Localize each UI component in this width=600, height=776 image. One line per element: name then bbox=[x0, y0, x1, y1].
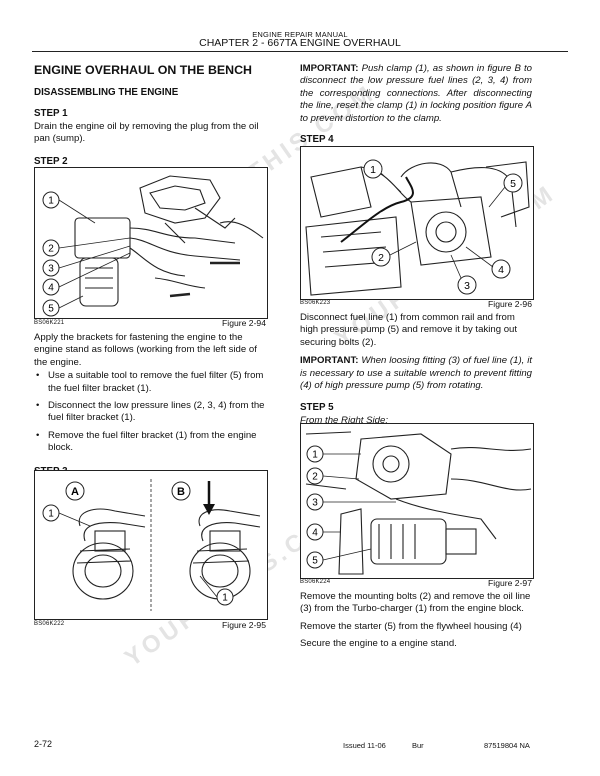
figure-2-94: 1 2 3 4 5 bbox=[34, 167, 268, 319]
right-column: IMPORTANT: Push clamp (1), as shown in f… bbox=[300, 63, 532, 146]
figure-2-95: A B 1 1 bbox=[34, 470, 268, 620]
bullet-icon: • bbox=[36, 429, 40, 441]
part-number: 87519804 NA bbox=[484, 741, 530, 750]
important-note: IMPORTANT: Push clamp (1), as shown in f… bbox=[300, 63, 532, 124]
callout-1: 1 bbox=[370, 164, 376, 176]
step1-text: Drain the engine oil by removing the plu… bbox=[34, 120, 259, 145]
section-title: ENGINE OVERHAUL ON THE BENCH bbox=[34, 63, 253, 77]
callout-5: 5 bbox=[48, 304, 54, 315]
callout-5: 5 bbox=[510, 178, 516, 190]
language-code: Bur bbox=[412, 741, 424, 750]
step1-label: STEP 1 bbox=[34, 108, 68, 120]
page-number: 2-72 bbox=[34, 739, 53, 749]
step5-text: Remove the mounting bolts (2) and remove… bbox=[300, 591, 531, 615]
list-item: • Use a suitable tool to remove the fuel… bbox=[36, 370, 264, 394]
callout-3: 3 bbox=[312, 498, 318, 509]
callout-2: 2 bbox=[312, 472, 318, 483]
callout-3: 3 bbox=[464, 280, 470, 292]
figure-2-97: 1 2 3 4 5 bbox=[300, 423, 534, 579]
step4-text: Disconnect fuel line (1) from common rai… bbox=[300, 312, 518, 348]
bullet-icon: • bbox=[36, 400, 40, 412]
issue-date: Issued 11-06 bbox=[343, 741, 386, 750]
manual-name: ENGINE REPAIR MANUAL bbox=[252, 30, 348, 39]
section-subtitle: DISASSEMBLING THE ENGINE bbox=[34, 87, 179, 98]
clamp-illustration: A B 1 1 bbox=[42, 479, 261, 611]
turbocharger-illustration: 1 2 3 4 5 bbox=[305, 431, 532, 575]
figure-caption: Figure 2-95 bbox=[222, 620, 266, 630]
callout-1: 1 bbox=[48, 509, 54, 520]
step5-label: STEP 5 bbox=[300, 402, 334, 414]
label-a: A bbox=[71, 486, 79, 498]
figure-code: BS06K223 bbox=[300, 300, 331, 306]
header-divider bbox=[32, 51, 568, 52]
figure-code: BS06K221 bbox=[34, 320, 65, 326]
callout-2: 2 bbox=[378, 252, 384, 264]
callout-4: 4 bbox=[48, 283, 54, 294]
fuel-filter-illustration: 1 2 3 4 5 bbox=[42, 175, 264, 317]
figure-code: BS06K222 bbox=[34, 621, 65, 627]
figure-caption: Figure 2-96 bbox=[488, 299, 532, 309]
callout-2: 2 bbox=[48, 244, 54, 255]
callout-3: 3 bbox=[48, 264, 54, 275]
bullet-icon: • bbox=[36, 370, 40, 382]
brackets-text: Apply the brackets for fastening the eng… bbox=[34, 332, 257, 368]
figure-2-96: 1 2 3 4 5 bbox=[300, 146, 534, 300]
callout-4: 4 bbox=[312, 528, 318, 539]
step5-text: Secure the engine to a engine stand. bbox=[300, 638, 457, 650]
step2-label: STEP 2 bbox=[34, 155, 68, 167]
list-item: • Remove the fuel filter bracket (1) fro… bbox=[36, 429, 257, 454]
step5-subtitle: From the Right Side: bbox=[300, 414, 388, 426]
right-column-footer-text: Remove the mounting bolts (2) and remove… bbox=[300, 591, 532, 651]
callout-1: 1 bbox=[312, 450, 318, 461]
figure-code: BS06K224 bbox=[300, 579, 331, 585]
left-column-body: Apply the brackets for fastening the eng… bbox=[34, 332, 266, 478]
important-note: IMPORTANT: When loosing fitting (3) of f… bbox=[300, 355, 532, 392]
callout-4: 4 bbox=[498, 264, 504, 276]
list-item: • Disconnect the low pressure lines (2, … bbox=[36, 400, 265, 424]
figure-caption: Figure 2-94 bbox=[222, 318, 266, 328]
label-b: B bbox=[177, 486, 185, 498]
right-column-body: Disconnect fuel line (1) from common rai… bbox=[300, 312, 532, 427]
fuel-line-illustration: 1 2 3 4 5 bbox=[305, 159, 530, 296]
step4-label: STEP 4 bbox=[300, 134, 334, 146]
chapter-title: CHAPTER 2 - 667TA ENGINE OVERHAUL bbox=[199, 37, 401, 49]
left-column: ENGINE OVERHAUL ON THE BENCH DISASSEMBLI… bbox=[34, 63, 266, 168]
step5-text: Remove the starter (5) from the flywheel… bbox=[300, 620, 522, 632]
callout-1: 1 bbox=[48, 196, 54, 207]
callout-1: 1 bbox=[222, 593, 228, 604]
callout-5: 5 bbox=[312, 556, 318, 567]
figure-caption: Figure 2-97 bbox=[488, 578, 532, 588]
